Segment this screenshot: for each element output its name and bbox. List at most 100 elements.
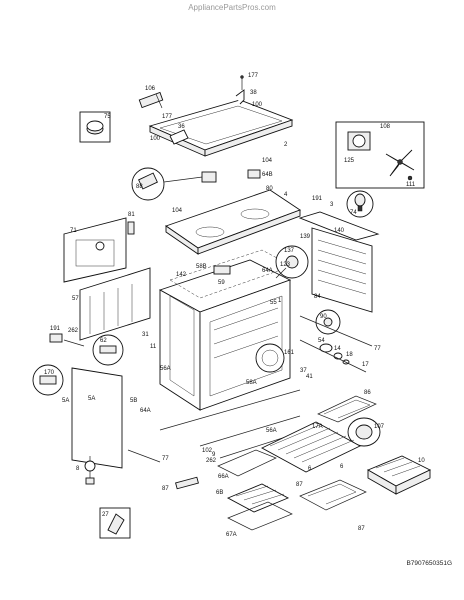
callout-label: 139 xyxy=(300,234,311,240)
callout-label: 90 xyxy=(320,314,327,320)
callout-label: 123 xyxy=(280,262,291,268)
broil-element-lower[interactable] xyxy=(217,449,277,477)
latch-motor-part[interactable] xyxy=(201,171,217,183)
bracket-38-part[interactable] xyxy=(235,75,245,105)
callout-label: 66A xyxy=(218,474,229,480)
rod-77-lower[interactable] xyxy=(127,449,161,463)
side-panel-5a[interactable] xyxy=(71,367,123,469)
part-104-top[interactable] xyxy=(247,169,261,179)
thermostat-sensor-detail[interactable] xyxy=(275,245,309,279)
left-side-panel[interactable] xyxy=(63,217,127,283)
callout-label: 191 xyxy=(50,326,61,332)
callout-label: 6 xyxy=(308,466,312,472)
part-62-detail[interactable] xyxy=(92,334,124,366)
oven-rack-6b[interactable] xyxy=(226,483,290,513)
callout-label: 36 xyxy=(178,124,185,130)
callout-label: 62 xyxy=(100,338,107,344)
callout-label: 41 xyxy=(306,374,313,380)
callout-label: 4 xyxy=(284,192,288,198)
callout-label: 104 xyxy=(262,158,273,164)
callout-label: 100 xyxy=(252,102,263,108)
rear-panel-right[interactable] xyxy=(298,211,380,313)
callout-label: 8 xyxy=(76,466,80,472)
callout-label: 88 xyxy=(136,184,143,190)
fan-cover-107[interactable] xyxy=(347,417,381,447)
callout-label: 57 xyxy=(72,296,79,302)
broil-pan-10[interactable] xyxy=(366,455,432,495)
callout-label: 177 xyxy=(248,73,259,79)
callout-label: 177 xyxy=(162,114,173,120)
callout-label: 170 xyxy=(44,370,55,376)
callout-label: 1 xyxy=(278,298,282,304)
rod-77-upper[interactable] xyxy=(299,315,373,347)
part-75-inset[interactable] xyxy=(79,111,111,143)
callout-label: 84 xyxy=(314,294,321,300)
bracket-106-part[interactable] xyxy=(138,91,164,109)
part-27-inset[interactable] xyxy=(99,507,131,539)
callout-label: 107 xyxy=(374,424,385,430)
callout-label: 27 xyxy=(102,512,109,518)
left-insulation-panel[interactable] xyxy=(79,267,151,341)
callout-label: 38 xyxy=(250,90,257,96)
callout-label: 6B xyxy=(216,490,223,496)
clip-36-part[interactable] xyxy=(169,129,189,145)
bracket-81[interactable] xyxy=(127,221,135,235)
convection-fan-inset[interactable] xyxy=(335,121,425,189)
callout-label: 77 xyxy=(162,456,169,462)
callout-label: 106 xyxy=(145,86,156,92)
callout-label: 2 xyxy=(284,142,288,148)
callout-label: 108 xyxy=(380,124,391,130)
callout-label: 18 xyxy=(346,352,353,358)
oven-rack-6[interactable] xyxy=(261,421,361,473)
callout-label: 111 xyxy=(406,182,416,188)
callout-label: 87 xyxy=(358,526,365,532)
callout-label: 5B xyxy=(130,398,137,404)
left-small-parts[interactable] xyxy=(49,333,85,347)
callout-label: 262 xyxy=(68,328,79,334)
callout-label: 59 xyxy=(218,280,225,286)
callout-label: 81 xyxy=(128,212,135,218)
callout-label: 100 xyxy=(150,136,161,142)
callout-label: 86 xyxy=(364,390,371,396)
bake-element-87[interactable] xyxy=(299,479,367,511)
door-latch-detail[interactable] xyxy=(131,167,211,201)
callout-label: 64B xyxy=(262,172,273,178)
callout-label: 10 xyxy=(418,458,425,464)
callout-label: 3 xyxy=(330,202,334,208)
callout-label: 87 xyxy=(296,482,303,488)
callout-label: 140 xyxy=(334,228,345,234)
callout-label: 54 xyxy=(318,338,325,344)
callout-label: 6 xyxy=(340,464,344,470)
grommet-90-detail[interactable] xyxy=(315,309,341,335)
knob-assembly-parts[interactable] xyxy=(299,339,367,373)
watermark: AppliancePartsPros.com xyxy=(188,3,276,12)
leveling-leg-8[interactable] xyxy=(84,456,96,485)
callout-label: 31 xyxy=(142,332,149,338)
callout-label: 262 xyxy=(206,458,217,464)
figure-code: B7907650351G xyxy=(406,560,452,567)
oven-top-wrapper[interactable] xyxy=(165,189,301,255)
callout-label: 17A xyxy=(312,424,323,430)
callout-label: 5A xyxy=(88,396,95,402)
callout-labels: 106 177 38 100 177 36 100 2 75 108 125 1… xyxy=(44,73,425,538)
callout-label: 64A xyxy=(140,408,151,414)
callout-label: 67A xyxy=(226,532,237,538)
bracket-87-left[interactable] xyxy=(175,476,199,490)
oven-cavity-liner[interactable] xyxy=(158,259,292,411)
part-170-detail[interactable] xyxy=(32,364,64,396)
callout-label: 125 xyxy=(344,158,355,164)
top-cover-panel[interactable] xyxy=(148,99,294,157)
callout-label: 191 xyxy=(312,196,323,202)
oven-light-bulb-detail[interactable] xyxy=(346,190,374,218)
callout-label: 80 xyxy=(266,186,273,192)
bake-element-86[interactable] xyxy=(317,395,377,423)
vent-part-59[interactable] xyxy=(213,265,231,275)
callout-label: 14 xyxy=(334,346,341,352)
callout-label: 75 xyxy=(104,114,111,120)
callout-label: 142 xyxy=(176,272,187,278)
part-161-detail[interactable] xyxy=(255,343,285,373)
callout-label: 161 xyxy=(284,350,295,356)
element-67a[interactable] xyxy=(227,501,293,531)
callout-label: 58B xyxy=(196,264,207,270)
